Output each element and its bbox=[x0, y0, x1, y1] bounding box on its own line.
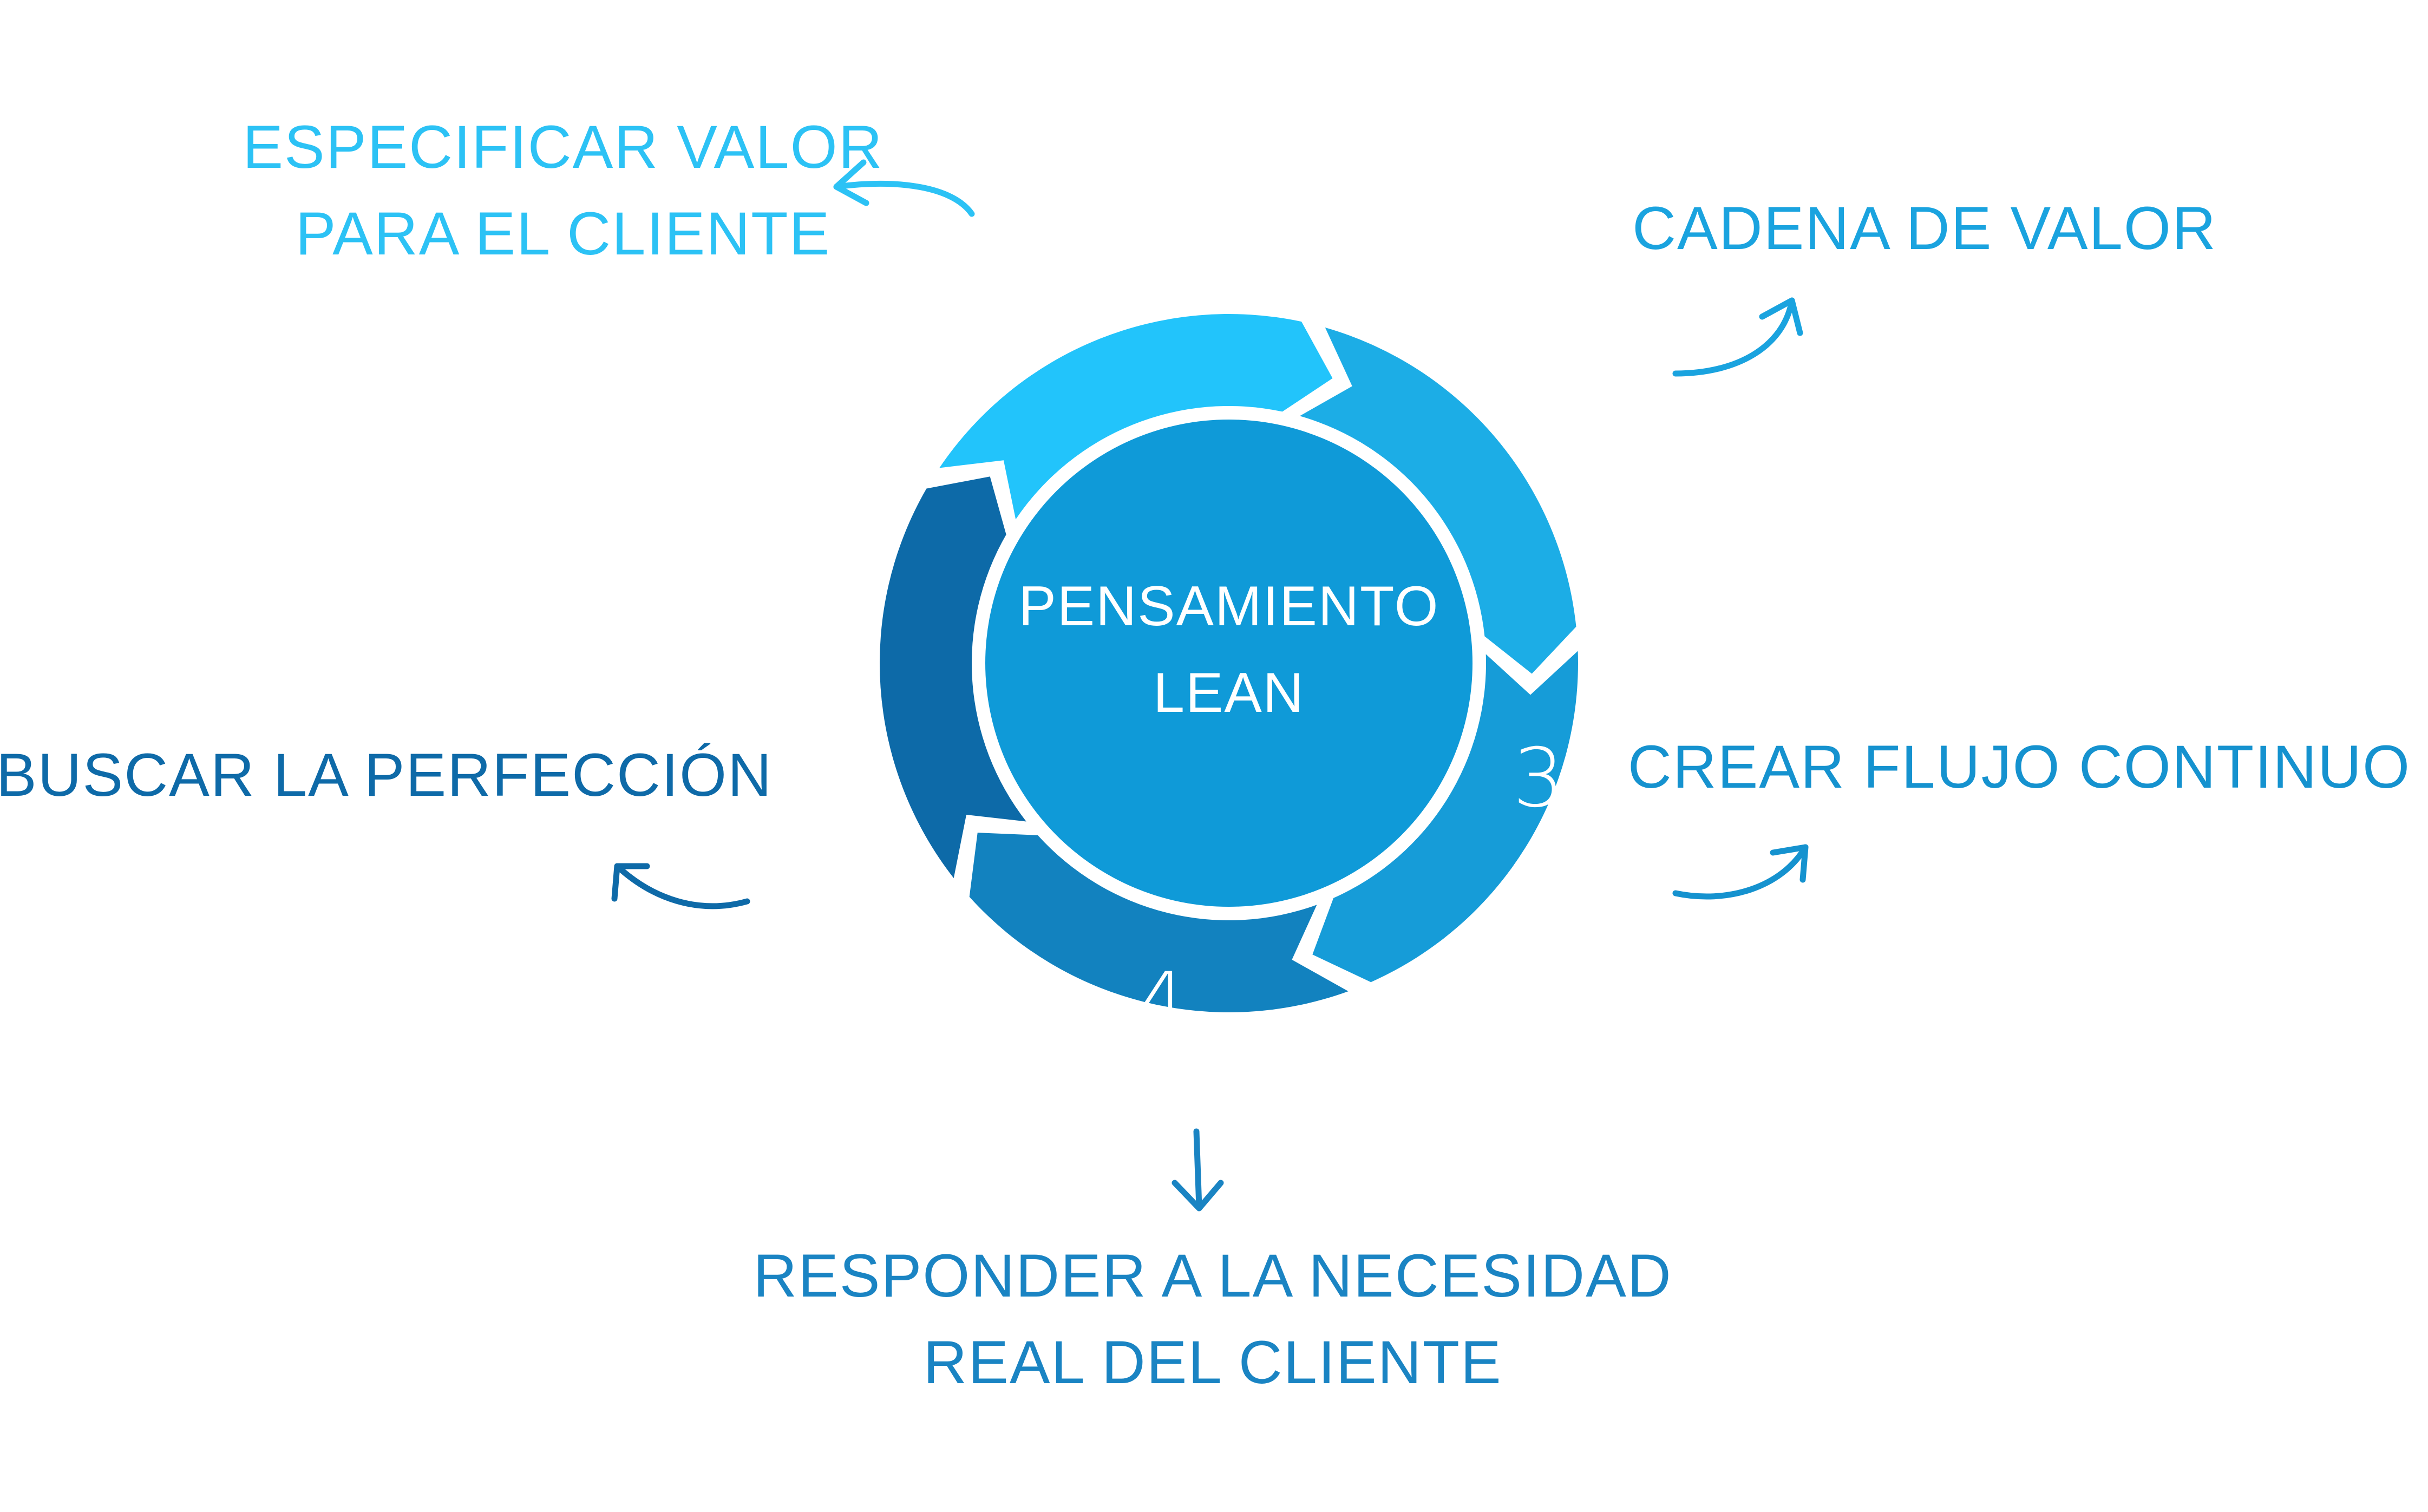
center-circle bbox=[985, 420, 1472, 907]
step-4-label-line-1: RESPONDER A LA NECESIDAD bbox=[753, 1242, 1672, 1310]
segment-2 bbox=[1299, 327, 1576, 674]
step-2-annotation: CADENA DE VALOR bbox=[1632, 194, 2217, 377]
step-5-annotation: BUSCAR LA PERFECCIÓN bbox=[0, 741, 773, 909]
step-4-label-line-2: REAL DEL CLIENTE bbox=[923, 1328, 1502, 1396]
curved-arrow-icon bbox=[1672, 297, 1803, 377]
step-1-label-line-1: ESPECIFICAR VALOR bbox=[243, 113, 883, 181]
segment-3 bbox=[1312, 651, 1578, 983]
segment-number-4: 4 bbox=[1135, 955, 1187, 1050]
step-5-label-line-1: BUSCAR LA PERFECCIÓN bbox=[0, 741, 773, 809]
curved-arrow-icon bbox=[833, 159, 975, 217]
segment-number-1: 1 bbox=[1038, 267, 1089, 361]
curved-arrow-icon bbox=[611, 863, 750, 909]
down-arrow-icon bbox=[1172, 1128, 1224, 1212]
segment-number-5: 5 bbox=[824, 631, 875, 725]
segment-number-2: 2 bbox=[1469, 335, 1521, 429]
segment-number-3: 3 bbox=[1513, 731, 1564, 826]
step-3-annotation: CREAR FLUJO CONTINUO bbox=[1628, 733, 2411, 900]
segment-4 bbox=[969, 833, 1349, 1012]
step-1-annotation: ESPECIFICAR VALOR PARA EL CLIENTE bbox=[243, 113, 975, 267]
segment-numbers: 1 2 3 4 5 bbox=[824, 267, 1564, 1050]
step-3-label-line-1: CREAR FLUJO CONTINUO bbox=[1628, 733, 2411, 801]
segment-5 bbox=[879, 476, 1026, 879]
step-2-label-line-1: CADENA DE VALOR bbox=[1632, 194, 2217, 262]
step-4-annotation: RESPONDER A LA NECESIDAD REAL DEL CLIENT… bbox=[753, 1128, 1672, 1396]
curved-arrow-icon bbox=[1672, 844, 1809, 900]
segment-1 bbox=[939, 314, 1333, 520]
center-title-line-1: PENSAMIENTO bbox=[1018, 575, 1439, 638]
cycle-segments bbox=[879, 314, 1578, 1012]
step-1-label-line-2: PARA EL CLIENTE bbox=[296, 200, 831, 267]
center-title-line-2: LEAN bbox=[1153, 662, 1305, 724]
center-hub: PENSAMIENTO LEAN bbox=[985, 420, 1472, 907]
